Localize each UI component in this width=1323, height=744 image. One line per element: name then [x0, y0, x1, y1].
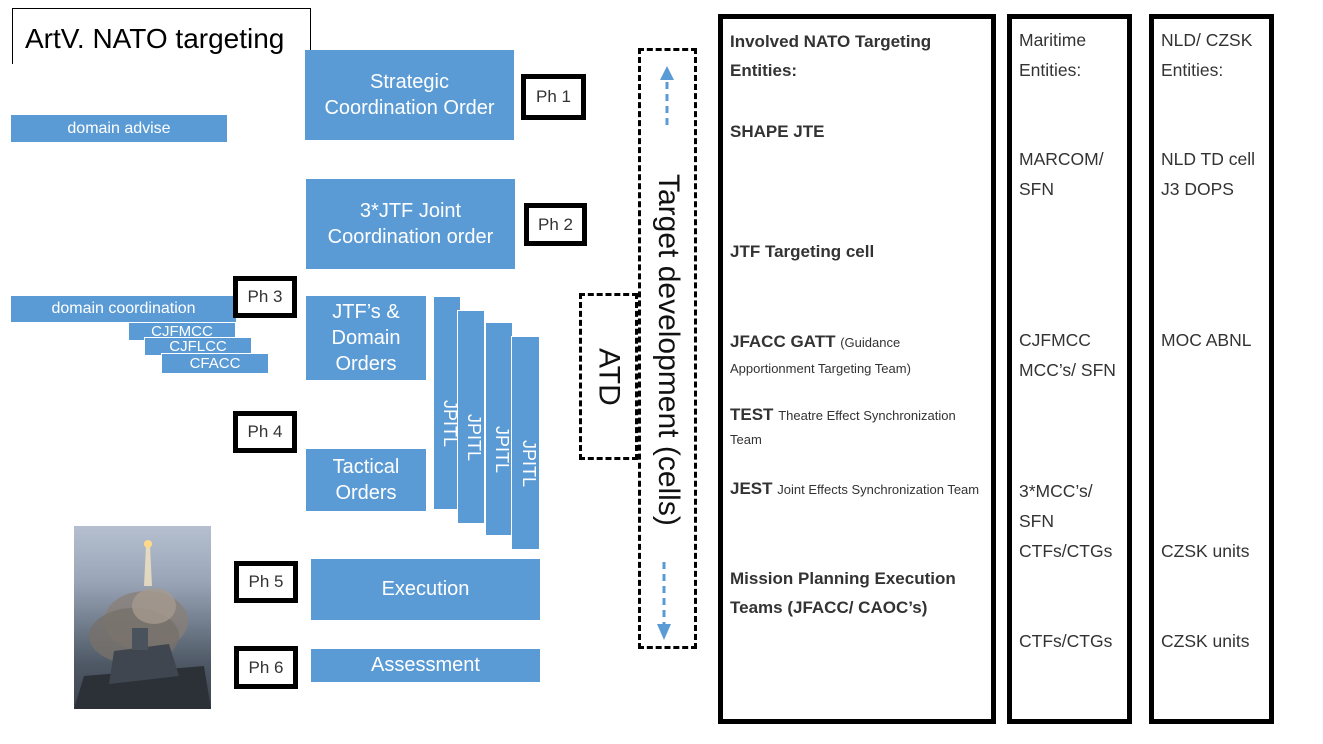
phase-1-marker: Ph 1 [521, 74, 586, 120]
target-development-label: Target development (cells) [652, 174, 685, 526]
photo-illustration [74, 540, 211, 709]
nato-panel-header: Involved NATO Targeting Entities: [730, 32, 932, 80]
execution-box: Execution [311, 559, 540, 620]
jpitl-bar-1: JPITL [433, 296, 461, 510]
nld-panel-header: NLD/ CZSK Entities: [1161, 30, 1253, 80]
ctfs-ctgs-label-1: CTFs/CTGs [1019, 541, 1113, 561]
phase-4-marker: Ph 4 [233, 411, 297, 453]
maritime-panel-header: Maritime Entities: [1019, 30, 1087, 80]
phase-6-marker: Ph 6 [234, 646, 298, 689]
czsk-units-label-1: CZSK units [1161, 541, 1250, 561]
jfacc-gatt-label: JFACC GATT [730, 332, 836, 351]
cfacc-bar: CFACC [161, 353, 269, 374]
page-title: ArtV. NATO targeting [12, 8, 311, 64]
nld-czsk-entities-panel [1149, 14, 1274, 724]
nld-td-cell-label: NLD TD cell [1161, 149, 1256, 169]
jtf-targeting-cell-label: JTF Targeting cell [730, 242, 875, 261]
domain-coordination-bar: domain coordination [11, 296, 236, 322]
j3-dops-label: J3 DOPS [1161, 179, 1234, 199]
moc-abnl-label: MOC ABNL [1161, 330, 1252, 350]
atd-box: ATD [579, 293, 638, 460]
jest-description: Joint Effects Synchronization Team [777, 482, 980, 497]
assessment-box: Assessment [311, 649, 540, 682]
cjfmcc-bar: CJFMCC [128, 322, 236, 341]
arrow-up-icon [660, 66, 674, 80]
maritime-cjfmcc-label: CJFMCC [1019, 330, 1091, 350]
jest-label: JEST [730, 479, 773, 498]
missile-launch-photo [74, 526, 211, 709]
test-label: TEST [730, 405, 774, 424]
mccs3-sfn-label: 3*MCC’s/ SFN [1019, 481, 1093, 531]
phase-5-marker: Ph 5 [234, 561, 298, 603]
target-development-box [638, 48, 697, 649]
jpitl-bar-2: JPITL [457, 310, 485, 524]
shape-jte-label: SHAPE JTE [730, 122, 825, 141]
ctfs-ctgs-label-2: CTFs/CTGs [1019, 631, 1113, 651]
jfacc-gatt-description: (Guidance Apportionment Targeting Team) [730, 335, 911, 376]
jtf-domain-orders-box: JTF’s & Domain Orders [306, 296, 426, 380]
strategic-coordination-order-box: Strategic Coordination Order [305, 50, 514, 140]
test-description: Theatre Effect Synchronization Team [730, 408, 956, 447]
marcom-sfn-label: MARCOM/ SFN [1019, 149, 1104, 199]
phase-3-marker: Ph 3 [233, 276, 297, 318]
mccs-sfn-label: MCC’s/ SFN [1019, 360, 1116, 380]
nato-entities-panel [718, 14, 996, 724]
jfacc-gatt-entry: JFACC GATT (Guidance Apportionment Targe… [730, 329, 980, 380]
jpitl-bar-4: JPITL [511, 336, 540, 550]
tactical-orders-box: Tactical Orders [306, 449, 426, 511]
maritime-entities-panel [1007, 14, 1132, 724]
jtf-joint-coordination-order-box: 3*JTF Joint Coordination order [306, 179, 515, 269]
czsk-units-label-2: CZSK units [1161, 631, 1250, 651]
jest-entry: JEST Joint Effects Synchronization Team [730, 475, 992, 504]
arrow-down-icon [657, 624, 671, 640]
phase-2-marker: Ph 2 [524, 203, 587, 246]
mission-planning-label: Mission Planning Execution Teams (JFACC/… [730, 569, 956, 617]
domain-advise-bar: domain advise [11, 115, 227, 142]
atd-label: ATD [592, 347, 626, 406]
test-entry: TEST Theatre Effect Synchronization Team [730, 403, 980, 451]
